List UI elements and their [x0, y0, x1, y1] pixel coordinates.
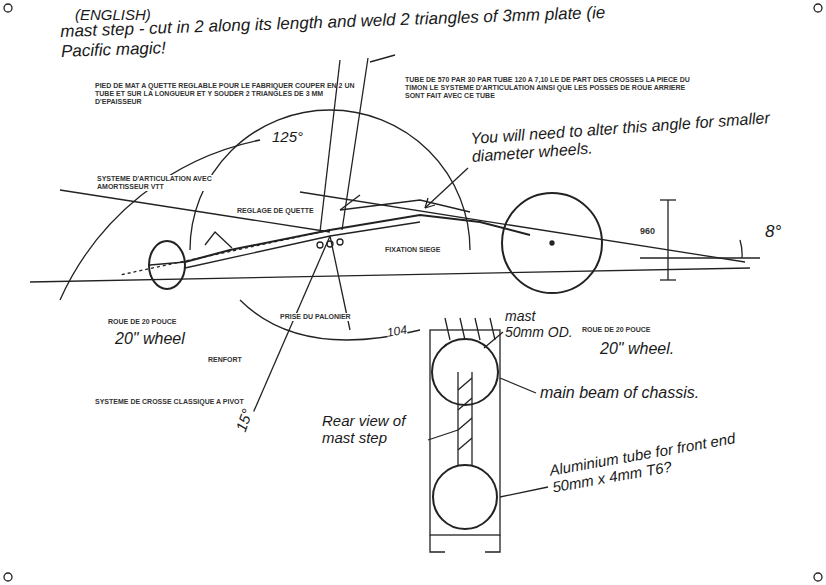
part-label: PRISE DU PALONIER — [280, 313, 351, 321]
part-label: REGLAGE DE QUETTE — [237, 207, 314, 215]
part-label: FIXATION SIEGE — [385, 246, 441, 254]
reference-line — [120, 230, 330, 275]
french-note: TUBE DE 570 PAR 30 PAR TUBE 120 A 7,10 L… — [405, 76, 705, 100]
front-tube-section — [433, 465, 497, 529]
lower-arc — [240, 300, 420, 340]
dimension-tick — [660, 199, 676, 200]
angle-line — [300, 192, 745, 262]
reference-line — [250, 236, 330, 420]
mast-brace — [340, 195, 360, 210]
angle-label: 8° — [765, 222, 781, 242]
dimension-line — [667, 200, 668, 280]
front-wheel — [149, 241, 185, 289]
arrow-head — [425, 198, 435, 208]
front-axle — [150, 262, 185, 265]
main-frame — [185, 215, 530, 262]
corner-mark — [4, 573, 12, 581]
pulley — [337, 239, 343, 245]
dimension-tick — [660, 279, 676, 280]
corner-mark — [814, 573, 822, 581]
part-label: ROUE DE 20 POUCE — [108, 318, 176, 326]
wheel-label: 20" wheel — [115, 330, 185, 348]
part-label: SYSTEME DE CROSSE CLASSIQUE A PIVOT — [95, 398, 244, 406]
french-note: PIED DE MAT A QUETTE REGLABLE POUR LE FA… — [95, 82, 360, 106]
part-label: main beam of chassis. — [540, 384, 699, 402]
hatching — [458, 378, 472, 450]
plate-feet — [430, 535, 500, 552]
weld-plate — [457, 372, 458, 466]
corner-mark — [4, 4, 12, 12]
pulley — [317, 242, 323, 248]
angle-arc — [190, 110, 470, 250]
leader-line — [484, 332, 503, 348]
leader-line — [428, 430, 458, 440]
dimension-label: 104 — [386, 324, 408, 341]
angle-arc — [740, 240, 742, 258]
rear-wheel — [502, 193, 602, 293]
leader-line — [500, 487, 548, 497]
view-title: Rear view of mast step — [322, 412, 424, 447]
main-beam-section — [432, 339, 498, 405]
leader-arrow — [425, 168, 468, 208]
part-label: Aluminium tube for front end 50mm x 4mm … — [548, 422, 780, 496]
leader-line — [370, 55, 395, 62]
handwritten-note: You will need to alter this angle for sm… — [470, 107, 802, 167]
main-frame-lower — [185, 222, 420, 268]
rear-hub — [550, 241, 554, 245]
wheel-label: 20" wheel. — [600, 340, 674, 358]
angle-label: 125° — [272, 128, 303, 145]
shock-absorber — [205, 232, 232, 248]
angle-label: 15° — [232, 407, 256, 434]
dimension-label: 960 — [640, 226, 655, 236]
corner-mark — [814, 4, 822, 12]
mast-step-plate — [430, 330, 500, 535]
part-label: ROUE DE 20 POUCE — [582, 326, 650, 334]
part-label: RENFORT — [208, 356, 242, 364]
hatching — [445, 318, 495, 340]
dimension-label: mast 50mm OD. — [505, 308, 575, 340]
ground-line — [30, 268, 750, 282]
part-label: SYSTEME D'ARTICULATION AVEC AMORTISSEUR … — [97, 175, 217, 191]
leader-line — [500, 378, 536, 393]
swing-arc — [60, 140, 260, 300]
